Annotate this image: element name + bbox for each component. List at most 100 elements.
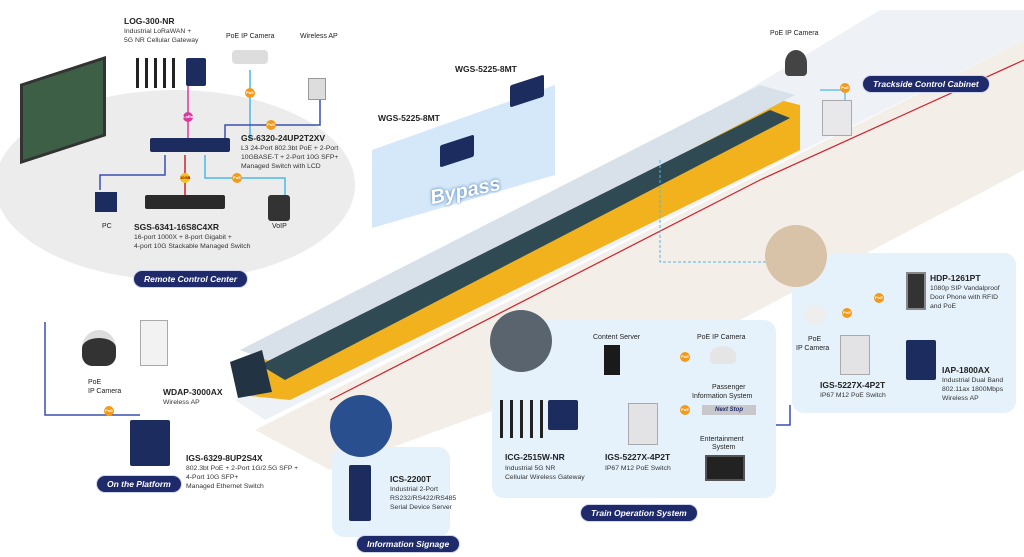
gs6320-desc-2: 10GBASE-T + 2-Port 10G SFP+: [241, 154, 339, 161]
trackside-cabinet: [822, 100, 852, 136]
voip-label: VoIP: [272, 223, 287, 230]
train-operation-system-tag: Train Operation System: [580, 504, 698, 522]
wgs-left-label: WGS-5225-8MT: [378, 113, 440, 123]
igs6329-desc-3: Managed Ethernet Switch: [186, 483, 264, 490]
platform-camera-label-1: PoE: [88, 379, 102, 386]
antennas: [136, 58, 176, 88]
next-stop-display: Next Stop: [702, 405, 756, 415]
hdp-desc-3: and PoE: [930, 303, 957, 310]
log300-model: LOG-300-NR: [124, 16, 175, 26]
train-windows: [260, 110, 790, 380]
information-signage-tag: Information Signage: [356, 535, 461, 553]
platform-camera-label-2: IP Camera: [88, 388, 122, 395]
ops-igs5227-switch: [628, 403, 658, 445]
pc-icon: [95, 192, 117, 212]
poe-badge: PoE: [266, 120, 276, 130]
right-dome-camera-icon: [804, 305, 826, 325]
igs6329-desc-1: 802.3bt PoE + 2-Port 1G/2.5G SFP +: [186, 465, 299, 472]
poe-badge: PoE: [680, 352, 690, 362]
trackside-camera-label: PoE IP Camera: [770, 30, 819, 37]
bullet-camera-icon: [232, 50, 268, 64]
right-igs5227-model: IGS-5227X-4P2T: [820, 380, 886, 390]
poe-badge: PoE: [874, 293, 884, 303]
pis-label-1: Passenger: [712, 384, 746, 391]
signage-photo: [330, 395, 392, 457]
voip-phone-icon: [268, 195, 290, 221]
door-phone-icon: [906, 272, 926, 310]
icg-antennas: [500, 400, 544, 438]
remote-ap-label: Wireless AP: [300, 33, 338, 40]
ics2200-desc-2: RS232/RS422/RS485: [390, 495, 457, 502]
entertainment-screen: [705, 455, 745, 481]
ics2200-desc-3: Serial Device Server: [390, 504, 452, 511]
gs6320-switch: [150, 138, 230, 152]
poe-badge: PoE: [840, 83, 850, 93]
ops-camera-label: PoE IP Camera: [697, 334, 746, 341]
trackside-control-cabinet-tag: Trackside Control Cabinet: [862, 75, 990, 93]
icg-desc-1: Industrial 5G NR: [505, 465, 556, 472]
ics2200-model: ICS-2200T: [390, 474, 432, 484]
poe-badge: PoE: [680, 405, 690, 415]
wdap-desc: Wireless AP: [163, 399, 200, 406]
sgs6341-model: SGS-6341-16S8C4XR: [134, 222, 220, 232]
hdp-desc-1: 1080p SIP Vandalproof: [930, 285, 1000, 292]
driver-photo: [490, 310, 552, 372]
entertainment-label-2: System: [712, 444, 736, 451]
iap1800-device: [906, 340, 936, 380]
lora-badge: LoRa: [183, 112, 193, 122]
sgs6341-desc-1: 16-port 1000X + 8-port Gigabit +: [134, 234, 232, 241]
wdap-model: WDAP-3000AX: [163, 387, 223, 397]
hdp-desc-2: Door Phone with RFID: [930, 294, 998, 301]
log300-desc-2: 5G NR Cellular Gateway: [124, 37, 199, 44]
igs6329-desc-2: 4-Port 10G SFP+: [186, 474, 239, 481]
platform-ptz-camera-icon: [82, 330, 116, 366]
iap-desc-1: Industrial Dual Band: [942, 377, 1004, 384]
right-igs5227-desc: IP67 M12 PoE Switch: [820, 392, 886, 399]
icg-desc-2: Cellular Wireless Gateway: [505, 474, 585, 481]
gs6320-desc-1: L3 24-Port 802.3bt PoE + 2-Port: [241, 145, 339, 152]
poe-badge: PoE: [232, 173, 242, 183]
red-line: [329, 59, 1024, 401]
gs6320-model: GS-6320-24UP2T2XV: [241, 133, 326, 143]
log300-device: [186, 58, 206, 86]
wireless-ap-icon: [308, 78, 326, 100]
wdap-device: [140, 320, 168, 366]
tengb-badge: 10GB: [180, 173, 190, 183]
content-server-label: Content Server: [593, 334, 641, 341]
ops-igs5227-model: IGS-5227X-4P2T: [605, 452, 671, 462]
sgs6341-desc-2: 4-port 10G Stackable Managed Switch: [134, 243, 251, 250]
train-front: [230, 350, 272, 398]
icg-model: ICG-2515W-NR: [505, 452, 565, 462]
ics2200-device: [349, 465, 371, 521]
right-camera-label-1: PoE: [808, 336, 822, 343]
pc-label: PC: [102, 223, 112, 230]
entertainment-label-1: Entertainment: [700, 436, 744, 443]
gs6320-desc-3: Managed Switch with LCD: [241, 163, 321, 170]
pis-label-2: Information System: [692, 393, 753, 400]
content-server-icon: [604, 345, 620, 375]
remote-control-center-tag: Remote Control Center: [133, 270, 249, 288]
ops-igs5227-desc: IP67 M12 PoE Switch: [605, 465, 671, 472]
poe-badge: PoE: [245, 88, 255, 98]
wgs-top-label: WGS-5225-8MT: [455, 64, 517, 74]
sgs6341-switch: [145, 195, 225, 209]
right-igs5227-switch: [840, 335, 870, 375]
poe-badge: PoE: [104, 406, 114, 416]
log300-desc-1: Industrial LoRaWAN +: [124, 28, 192, 35]
passenger-photo: [765, 225, 827, 287]
ptz-camera-icon: [785, 50, 807, 76]
iap-model: IAP-1800AX: [942, 365, 990, 375]
right-camera-label-2: IP Camera: [796, 345, 830, 352]
train-roof: [240, 85, 795, 365]
hdp-model: HDP-1261PT: [930, 273, 981, 283]
ics2200-desc-1: Industrial 2-Port: [390, 486, 438, 493]
iap-desc-2: 802.11ax 1800Mbps: [942, 386, 1004, 393]
on-the-platform-tag: On the Platform: [96, 475, 182, 493]
icg2515-device: [548, 400, 578, 430]
igs6329-switch: [130, 420, 170, 466]
remote-camera-label: PoE IP Camera: [226, 33, 275, 40]
dome-camera-icon: [710, 346, 736, 364]
iap-desc-3: Wireless AP: [942, 395, 979, 402]
station-panel: [792, 253, 1016, 413]
poe-badge: PoE: [842, 308, 852, 318]
